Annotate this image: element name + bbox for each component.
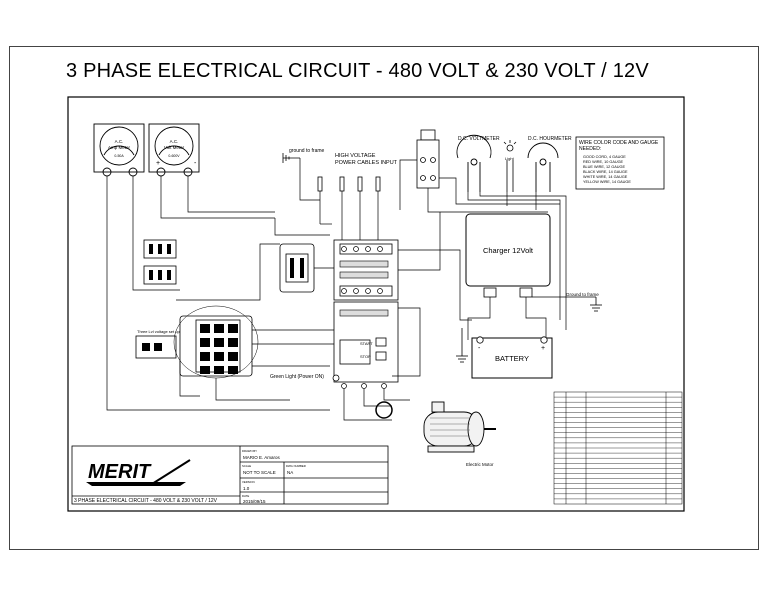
scale-value: NOT TO SCALE [243, 470, 276, 475]
green-light [332, 374, 340, 382]
wire-code-box [575, 136, 665, 190]
ground-symbol-top [282, 153, 300, 163]
start-label: START [360, 341, 373, 346]
green-light-label: Green Light (Power ON) [270, 374, 324, 380]
wire-code-title-2: NEEDED: [579, 146, 601, 152]
amp-meter-label1: A.C. [115, 139, 124, 144]
drawing-border [67, 96, 685, 512]
hv-input-line2: POWER CABLES INPUT [335, 160, 398, 166]
terminal-block-blocks [200, 324, 238, 374]
version-value: 1.0 [243, 486, 250, 491]
three-lvl-label: Three Lvl voltage set up [137, 329, 180, 334]
indicator-light [503, 140, 517, 192]
push-switch [416, 129, 440, 189]
battery-box [471, 337, 553, 379]
drawn-by-value: MARIO E. Amaros [243, 455, 281, 460]
volt-meter-minus: - [194, 160, 197, 167]
volt-meter-label2: Volt Meter [164, 145, 185, 150]
wire-code-line-6: YELLOW WIRE, 14 GAUGE [583, 180, 631, 184]
electric-motor-label: Electric Motor [466, 462, 494, 467]
drawn-by-label: DRAWN BY [242, 449, 257, 453]
battery-ground [456, 328, 468, 363]
current-transformer [375, 401, 393, 419]
page-title: 3 PHASE ELECTRICAL CIRCUIT - 480 VOLT & … [66, 60, 649, 82]
dc-voltmeter [456, 134, 492, 192]
dwg-value: NA [287, 470, 293, 475]
contactor-terminals [341, 246, 387, 389]
dwg-label: DWG NUMBER [286, 464, 306, 468]
dc-hourmeter-label: D.C. HOURMETER [528, 136, 572, 142]
amp-meter-scale: 0-50A [114, 154, 124, 158]
volt-meter-plus: + [156, 160, 160, 167]
merit-logo: MERIT [86, 459, 191, 486]
fuse-modules [143, 239, 315, 293]
wire-code-line-1: GOOD CORD, 4 GAUGE [583, 155, 626, 159]
volt-meter-scale: 0-600V [168, 154, 180, 158]
scale-label: SCALE [242, 464, 251, 468]
dc-voltmeter-label: D.C. VOLTMETER [458, 136, 500, 142]
battery-label: BATTERY [495, 354, 529, 363]
charger-label: Charger 12Volt [483, 246, 534, 255]
hv-input-line1: HIGH VOLTAGE [335, 153, 376, 159]
drawing-sheet [9, 46, 759, 550]
electric-motor [423, 401, 496, 453]
battery-plus: + [541, 345, 545, 352]
ac-amp-meter [93, 123, 145, 177]
battery-minus: - [478, 345, 481, 352]
title-block-drawing-title: 3 PHASE ELECTRICAL CIRCUIT - 480 VOLT & … [74, 498, 218, 504]
wire-code-line-4: BLACK WIRE, 14 GAUGE [583, 170, 628, 174]
volt-meter-label1: A.C. [170, 139, 179, 144]
charger-box [465, 213, 551, 287]
title-block [71, 445, 389, 505]
ground-symbol-right [590, 297, 602, 312]
wire-code-line-5: WHITE WIRE, 14 GAUGE [583, 175, 628, 179]
charger-terminals [483, 287, 533, 298]
main-wiring [176, 212, 472, 421]
meter-wires [106, 176, 330, 411]
dc-wiring [467, 192, 567, 330]
ac-volt-meter [148, 123, 200, 177]
hv-cable-wires [299, 158, 379, 240]
hv-cable-terminals [317, 176, 381, 192]
wire-code-title-1: WIRE COLOR CODE AND GAUGE [579, 140, 659, 146]
date-value: 2015/09/15 [243, 499, 266, 504]
contactor [333, 239, 399, 383]
amp-meter-label2: Amp Meter [108, 145, 131, 150]
ground-to-frame-top: ground to frame [289, 148, 325, 154]
date-label: DATE [242, 494, 249, 498]
voltage-setup-box [135, 335, 177, 359]
light-label: Light [505, 156, 515, 161]
wire-code-line-3: BLUE WIRE, 12 GAUGE [583, 165, 625, 169]
logo-text: MERIT [88, 461, 152, 483]
ground-to-frame-right: Ground to frame [566, 292, 599, 297]
stop-label: STOP [360, 354, 371, 359]
wire-code-line-2: RED WIRE, 10 GAUGE [583, 160, 624, 164]
version-label: VERSION [242, 480, 255, 484]
dc-hourmeter [527, 142, 559, 192]
